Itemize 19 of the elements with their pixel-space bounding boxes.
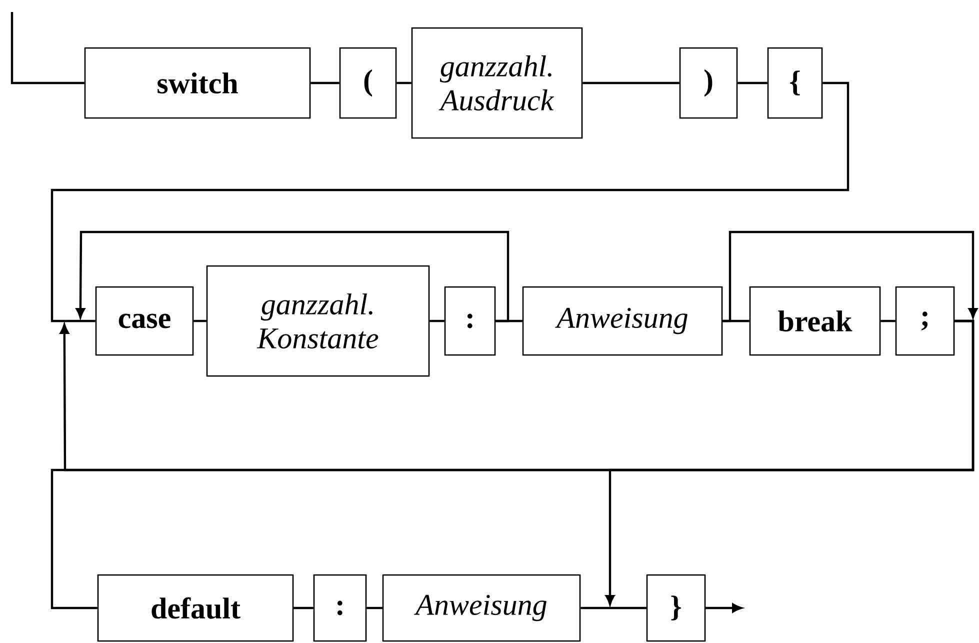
keyword-box: case — [95, 286, 194, 356]
keyword-box: : — [444, 286, 496, 356]
keyword-box: { — [767, 47, 823, 119]
keyword-box: : — [313, 574, 367, 642]
keyword-box: } — [646, 574, 706, 642]
keyword-box: ) — [679, 47, 738, 119]
arrow — [76, 230, 510, 322]
keyword-box: switch — [84, 47, 311, 119]
keyword-box: default — [97, 574, 294, 642]
arrow — [706, 603, 742, 613]
nonterminal-box: Anweisung — [522, 286, 723, 356]
keyword-box: break — [749, 286, 881, 356]
keyword-box: ( — [339, 47, 397, 119]
keyword-box: ; — [895, 286, 955, 356]
arrow — [605, 320, 974, 606]
nonterminal-box: ganzzahl. Konstante — [206, 265, 430, 377]
nonterminal-box: ganzzahl. Ausdruck — [411, 27, 583, 139]
nonterminal-box: Anweisung — [382, 574, 581, 642]
arrow — [722, 230, 978, 322]
